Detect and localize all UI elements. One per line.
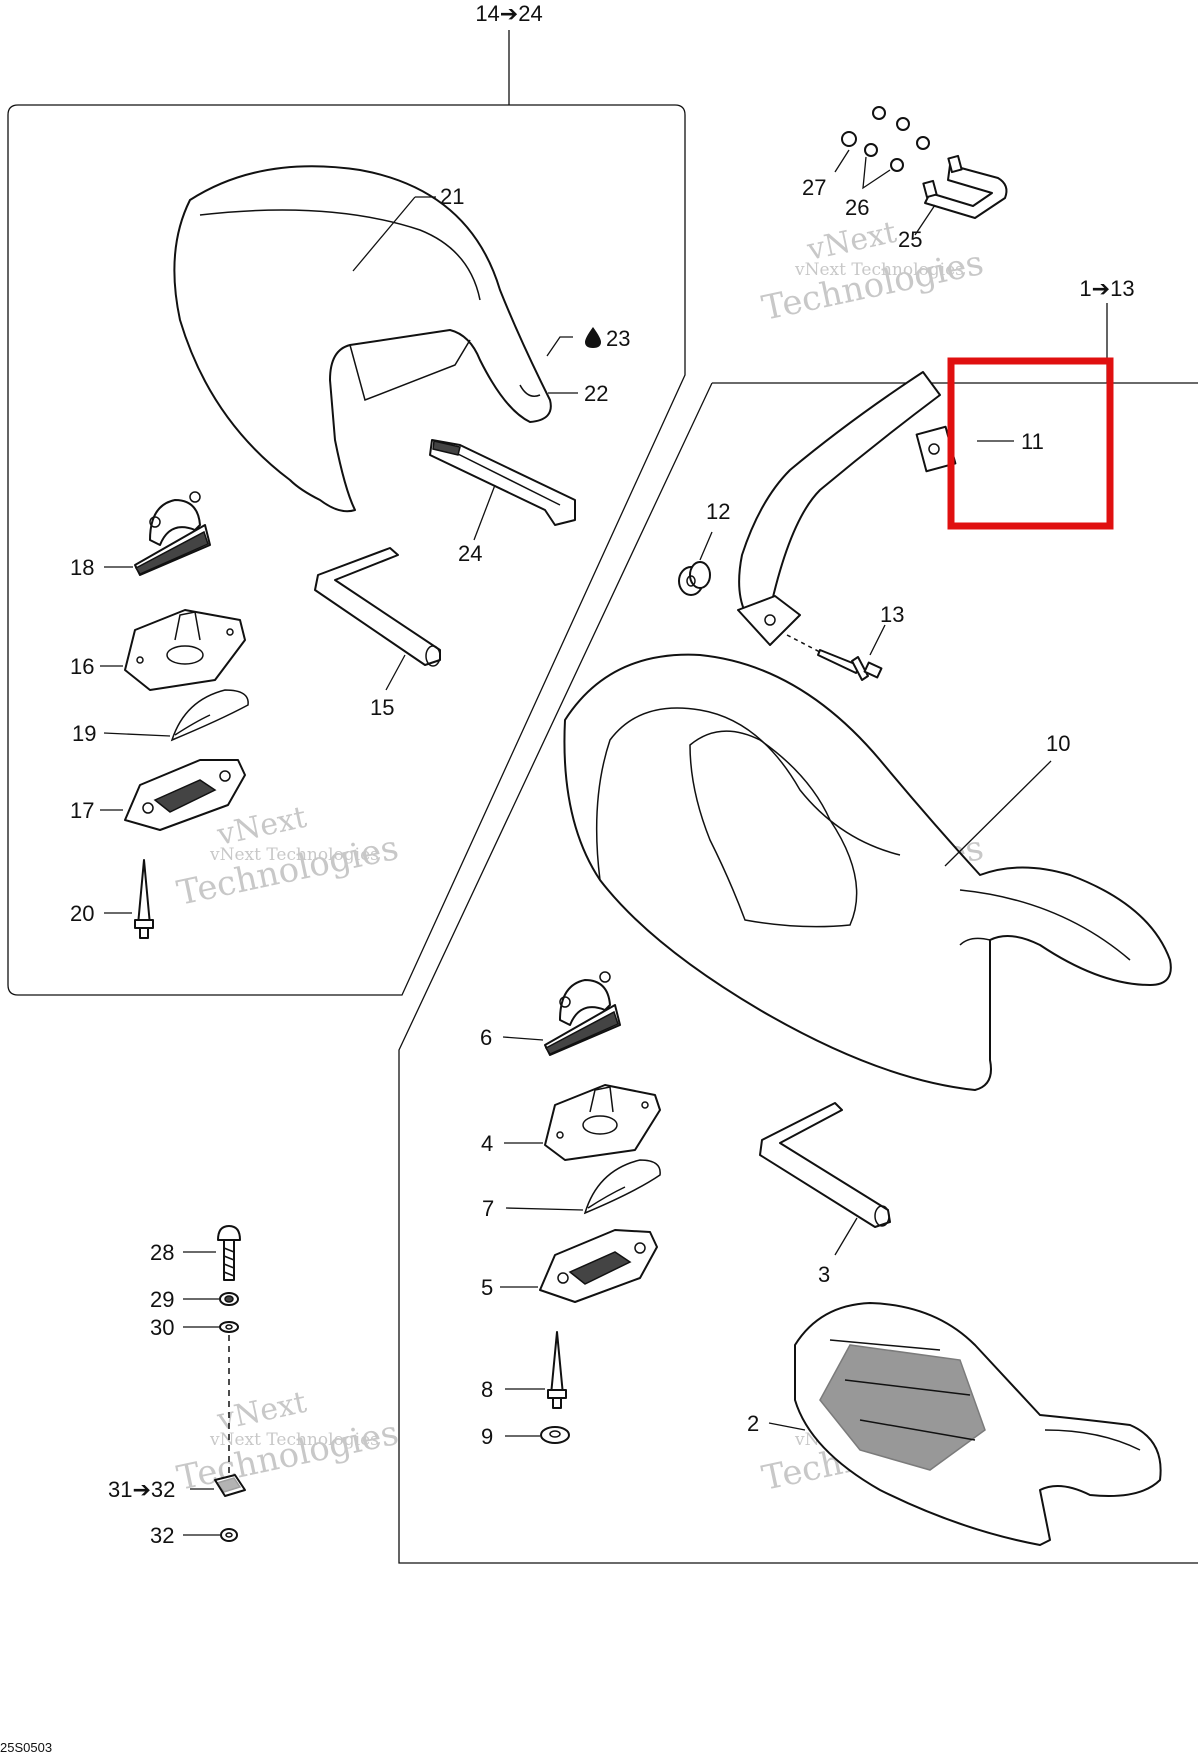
callout-29[interactable]: 29 xyxy=(150,1287,174,1312)
svg-text:vNext Technologies: vNext Technologies xyxy=(209,845,379,865)
callout-leader xyxy=(546,336,573,357)
latch-receiver[interactable] xyxy=(124,759,246,831)
callout-6[interactable]: 6 xyxy=(480,1025,492,1050)
callout-26[interactable]: 26 xyxy=(845,195,869,220)
rear-seat-strap[interactable] xyxy=(429,439,576,526)
callout-25[interactable]: 25 xyxy=(898,227,922,252)
nut-set[interactable] xyxy=(841,106,930,172)
latch-hook[interactable] xyxy=(134,491,211,576)
front-group-label: 1➔13 xyxy=(1079,276,1134,301)
callout-30[interactable]: 30 xyxy=(150,1315,174,1340)
callout-leader xyxy=(352,196,416,272)
callout-28[interactable]: 28 xyxy=(150,1240,174,1265)
callout-17[interactable]: 17 xyxy=(70,798,94,823)
screw[interactable] xyxy=(786,634,883,681)
callout-23[interactable]: 23 xyxy=(606,326,630,351)
rear-seat-cushion[interactable] xyxy=(173,165,552,513)
callout-7[interactable]: 7 xyxy=(482,1196,494,1221)
svg-text:Technologies: Technologies xyxy=(759,243,987,329)
rear-group-label: 14➔24 xyxy=(475,1,542,26)
callout-20[interactable]: 20 xyxy=(70,901,94,926)
rivet[interactable] xyxy=(134,859,154,939)
grommet[interactable] xyxy=(678,561,711,596)
callout-leader xyxy=(914,204,936,236)
front-seat-cushion[interactable] xyxy=(563,653,1172,1091)
callout-4[interactable]: 4 xyxy=(481,1131,493,1156)
callout-8[interactable]: 8 xyxy=(481,1377,493,1402)
callout-2[interactable]: 2 xyxy=(747,1411,759,1436)
callout-15[interactable]: 15 xyxy=(370,695,394,720)
seat-base[interactable] xyxy=(794,1302,1162,1546)
callout-10[interactable]: 10 xyxy=(1046,731,1070,756)
grab-handle[interactable] xyxy=(737,371,957,646)
callout-leader xyxy=(944,760,1052,867)
callout-21[interactable]: 21 xyxy=(440,184,464,209)
highlight-box xyxy=(947,357,1114,530)
callout-leader xyxy=(834,1217,858,1256)
callout-leader xyxy=(699,531,713,561)
washer-front[interactable] xyxy=(540,1426,570,1444)
callout-11[interactable]: 11 xyxy=(1021,429,1044,454)
latch-bracket[interactable] xyxy=(124,609,246,691)
callout-27[interactable]: 27 xyxy=(802,175,826,200)
drop-icon xyxy=(585,327,601,348)
support-rod[interactable] xyxy=(314,547,441,667)
u-bolt[interactable] xyxy=(922,154,1008,219)
svg-text:vNext Technologies: vNext Technologies xyxy=(794,260,964,280)
latch-bracket-front[interactable] xyxy=(544,1084,661,1161)
callout-9[interactable]: 9 xyxy=(481,1424,493,1449)
svg-text:Technologies: Technologies xyxy=(174,1413,402,1499)
spring-clip-front[interactable] xyxy=(583,1159,661,1215)
callout-leader xyxy=(505,1207,584,1211)
svg-text:vNext Technologies: vNext Technologies xyxy=(209,1430,379,1450)
callout-24[interactable]: 24 xyxy=(458,541,482,566)
diagram-code: 25S0503 xyxy=(0,1740,52,1755)
callout-16[interactable]: 16 xyxy=(70,654,94,679)
callout-3[interactable]: 3 xyxy=(818,1262,830,1287)
rivet-front[interactable] xyxy=(547,1331,567,1409)
support-rod-front[interactable] xyxy=(759,1102,891,1228)
callout-leader xyxy=(862,156,891,190)
callout-22[interactable]: 22 xyxy=(584,381,608,406)
callout-leader xyxy=(869,624,886,656)
callout-19[interactable]: 19 xyxy=(72,721,96,746)
rear-seat-group-frame xyxy=(7,104,686,996)
callout-31[interactable]: 31➔32 xyxy=(108,1477,175,1502)
callout-leader xyxy=(385,654,406,691)
latch-receiver-front[interactable] xyxy=(539,1229,658,1303)
spring-clip[interactable] xyxy=(170,689,249,742)
svg-text:Technologies: Technologies xyxy=(174,828,402,914)
callout-12[interactable]: 12 xyxy=(706,499,730,524)
callout-leader xyxy=(473,484,496,541)
callout-13[interactable]: 13 xyxy=(880,602,904,627)
callout-leader xyxy=(834,149,850,173)
callout-leader xyxy=(768,1422,806,1431)
callout-5[interactable]: 5 xyxy=(481,1275,493,1300)
latch-hook-front[interactable] xyxy=(544,971,621,1056)
callout-leader xyxy=(502,1036,544,1041)
bolt-stack[interactable] xyxy=(214,1225,246,1542)
callout-18[interactable]: 18 xyxy=(70,555,94,580)
callout-32[interactable]: 32 xyxy=(150,1523,174,1548)
callout-leader xyxy=(103,732,171,737)
front-seat-group-frame xyxy=(398,382,1198,1564)
